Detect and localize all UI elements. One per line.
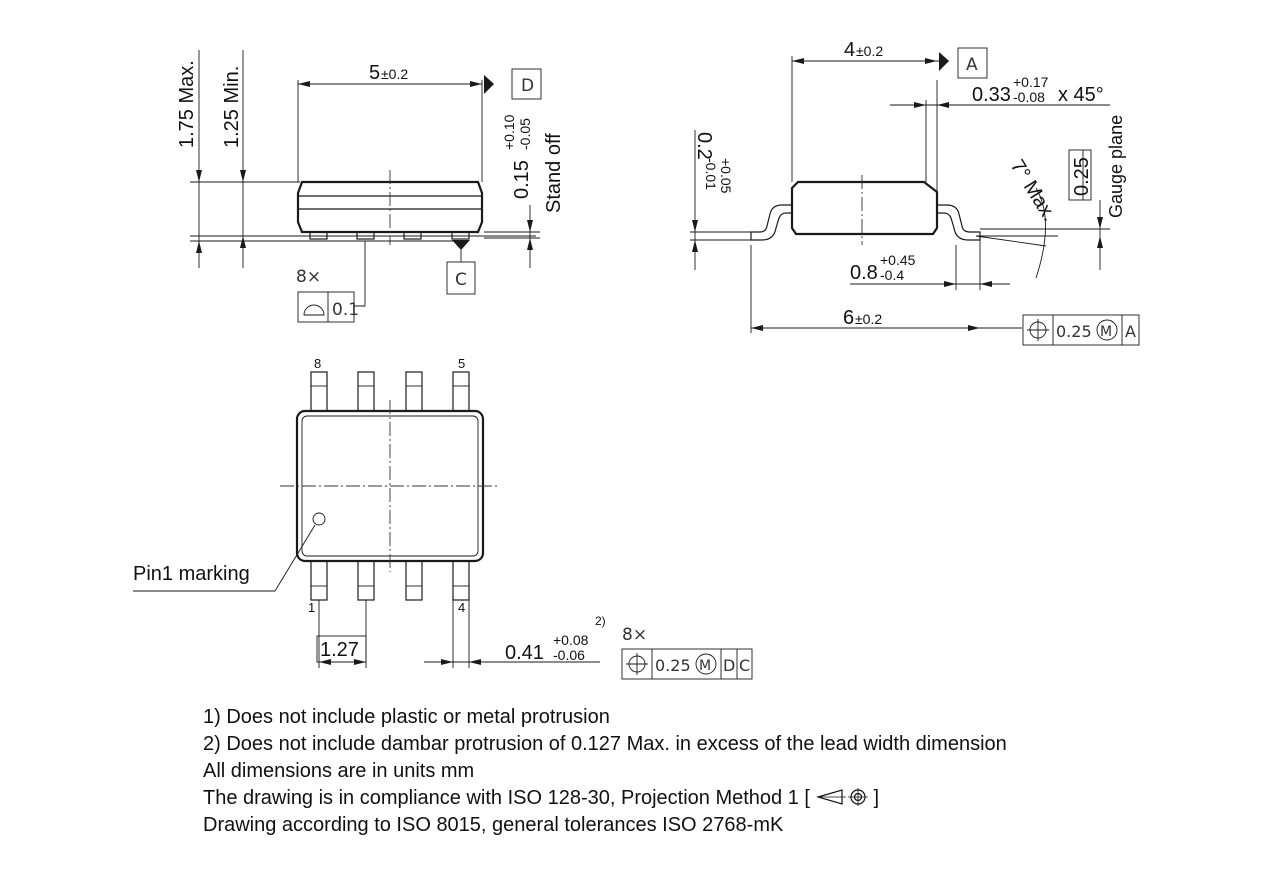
coplanarity-value: 0.1 <box>332 300 359 320</box>
chamfer-tol-upper: +0.17 <box>1013 74 1049 90</box>
pin-5-label: 5 <box>458 356 465 371</box>
note-1: 1) Does not include plastic or metal pro… <box>203 706 610 728</box>
lead-width-note: 2) <box>595 614 606 628</box>
side-view: 5 ±0.2 D 1.75 Max. 1.25 Min. 0.15 +0.10 … <box>176 50 565 323</box>
notes-block: 1) Does not include plastic or metal pro… <box>203 704 1007 839</box>
standoff-tol-lower: -0.05 <box>517 118 533 150</box>
top-position-tolerance-icon <box>626 653 648 675</box>
overall-tol: ±0.2 <box>855 311 882 327</box>
standoff-tol-upper: +0.10 <box>501 114 517 150</box>
coplanarity-icon <box>303 304 325 316</box>
lead-thk-tol-lower: -0.01 <box>703 158 719 190</box>
projection-method-icon <box>815 788 868 806</box>
end-view-lead-right <box>937 204 981 241</box>
end-position-datum: A <box>1125 322 1136 341</box>
lead-width-value: 0.41 <box>505 642 544 664</box>
dim-length-value: 5 <box>369 62 380 84</box>
dim-width-value: 4 <box>844 39 855 61</box>
lead-thk-value: 0.2 <box>693 132 715 160</box>
top-view: Pin1 marking 8 5 1 4 1.27 0.41 +0.08 -0.… <box>133 356 753 680</box>
side-view-body <box>296 180 484 234</box>
top-position-count: 8× <box>622 625 647 645</box>
foot-tol-upper: +0.45 <box>880 252 916 268</box>
package-drawing: 5 ±0.2 D 1.75 Max. 1.25 Min. 0.15 +0.10 … <box>133 39 1140 680</box>
dim-length-tol: ±0.2 <box>381 66 408 82</box>
pin1-label: Pin1 marking <box>133 563 250 585</box>
pin-4-label: 4 <box>458 600 465 615</box>
top-position-mod: M <box>699 658 711 674</box>
note-projection: The drawing is in compliance with ISO 12… <box>203 785 1007 812</box>
lead-width-tol-lower: -0.06 <box>553 647 585 663</box>
gauge-value: 0.25 <box>1071 157 1093 196</box>
position-tolerance-icon <box>1027 319 1049 341</box>
note-units: All dimensions are in units mm <box>203 760 475 782</box>
chamfer-tol-lower: -0.08 <box>1013 89 1045 105</box>
height-max-label: 1.75 Max. <box>176 60 198 148</box>
foot-tol-lower: -0.4 <box>880 267 904 283</box>
lead-thk-tol-upper: +0.05 <box>718 158 734 194</box>
top-position-tol: 0.25 <box>655 656 691 675</box>
datum-c-triangle <box>452 240 470 250</box>
note-standards: Drawing according to ISO 8015, general t… <box>203 814 784 836</box>
end-view: 4 ±0.2 A 0.33 +0.17 -0.08 x 45° 0.2 +0.0… <box>690 39 1140 346</box>
datum-d-triangle <box>484 75 494 94</box>
pitch-value: 1.27 <box>320 639 359 661</box>
chamfer-angle: x 45° <box>1058 84 1104 106</box>
overall-value: 6 <box>843 307 854 329</box>
coplanarity-count: 8× <box>296 267 321 287</box>
end-view-lead-left <box>750 204 792 241</box>
standoff-label: Stand off <box>543 133 565 213</box>
gauge-label: Gauge plane <box>1106 115 1126 218</box>
pin-1-label: 1 <box>308 600 315 615</box>
angle-label: 7° Max. <box>1006 156 1061 225</box>
foot-value: 0.8 <box>850 262 878 284</box>
note-projection-close: ] <box>873 787 880 809</box>
lead-width-tol-upper: +0.08 <box>553 632 589 648</box>
top-position-datum-1: D <box>723 656 735 675</box>
chamfer-value: 0.33 <box>972 84 1011 106</box>
pin1-marker <box>312 512 326 526</box>
end-position-tol: 0.25 <box>1056 322 1092 341</box>
note-projection-text: The drawing is in compliance with ISO 12… <box>203 787 810 809</box>
top-position-datum-2: C <box>739 656 750 675</box>
pin-8-label: 8 <box>314 356 321 371</box>
end-view-body <box>790 180 939 236</box>
dim-width-tol: ±0.2 <box>856 43 883 59</box>
datum-a-label: A <box>966 55 978 75</box>
datum-d-label: D <box>521 76 534 96</box>
note-2: 2) Does not include dambar protrusion of… <box>203 733 1007 755</box>
standoff-value: 0.15 <box>511 160 533 199</box>
datum-c-label: C <box>455 270 467 290</box>
height-min-label: 1.25 Min. <box>221 66 243 148</box>
datum-a-triangle <box>939 52 949 71</box>
end-position-mod: M <box>1100 324 1112 340</box>
